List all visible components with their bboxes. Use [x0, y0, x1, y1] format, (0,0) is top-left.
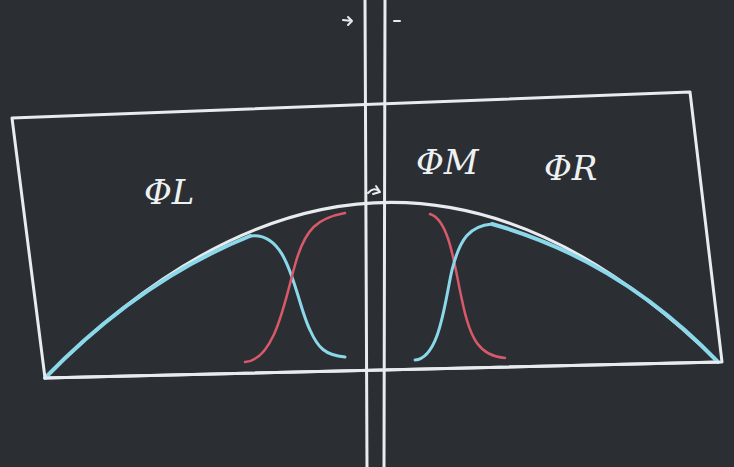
- arrow-mark: [343, 17, 352, 25]
- region-box: ΦL ΦM ΦR: [10, 88, 724, 384]
- box-outline: [10, 88, 724, 384]
- potential-label: ΦM: [412, 142, 483, 183]
- arrow-mark: [368, 186, 380, 194]
- dash-mark: [394, 20, 400, 22]
- barrier-line: [384, 0, 385, 467]
- potential-label: ΦL: [140, 172, 198, 213]
- right-cyan-arc: [492, 224, 718, 362]
- potential-label: ΦR: [540, 148, 601, 189]
- dome-arc: [45, 202, 718, 378]
- red-rise: [245, 213, 345, 362]
- box-border: [12, 92, 722, 378]
- barrier-line: [365, 0, 367, 467]
- right-cyan-rise: [415, 224, 492, 360]
- left-cyan-arc: [45, 236, 250, 378]
